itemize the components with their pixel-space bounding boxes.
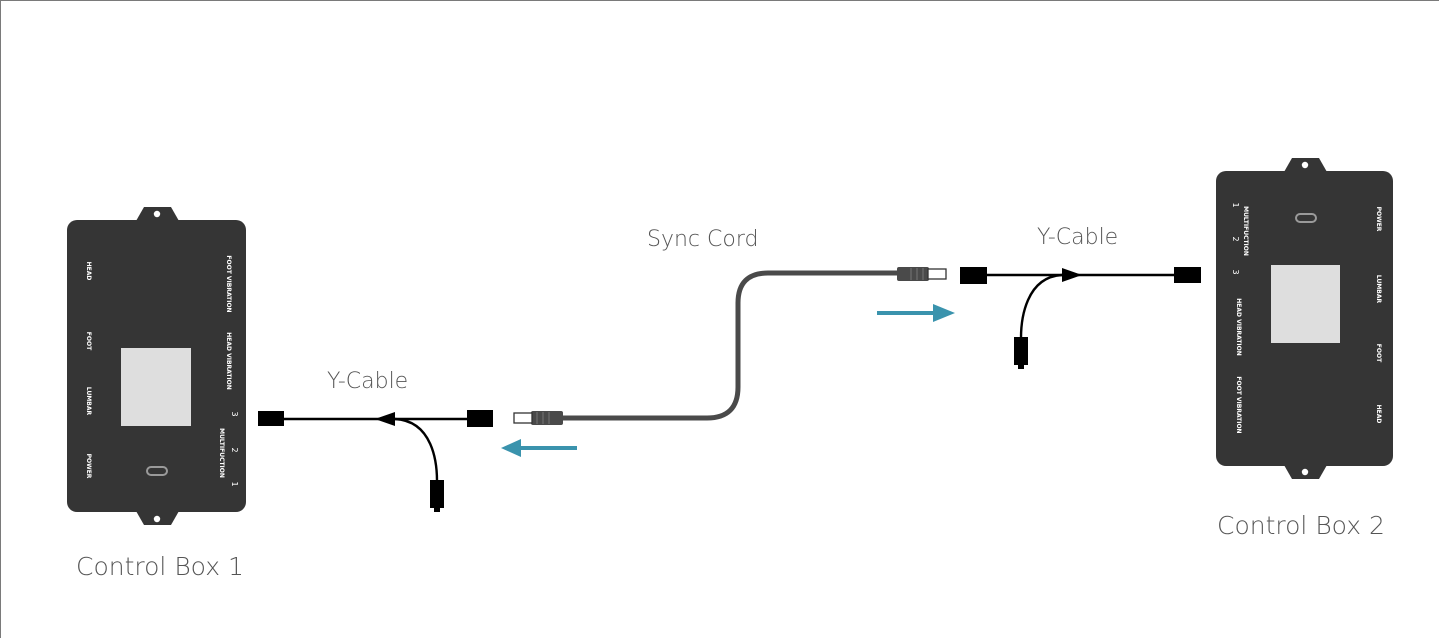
y-cable-left-socket: [467, 410, 493, 427]
port-number: 3: [230, 411, 239, 416]
control-box-1-label: Control Box 1: [76, 552, 244, 581]
y-cable-left-branch-plug: [430, 480, 444, 508]
mount-hole-top: [153, 210, 161, 218]
control-box-2: MULTIFUCTION 1 2 3 HEAD VIBRATION FOOT V…: [1216, 158, 1393, 479]
port-number: 1: [1231, 202, 1240, 207]
port-number: 2: [230, 447, 239, 452]
sync-cord: [513, 267, 947, 425]
y-cable-right-plug-end: [1174, 267, 1201, 283]
port-label: FOOT VIBRATION: [225, 255, 232, 312]
port-label: FOOT: [1375, 344, 1382, 363]
y-cable-right-socket: [960, 267, 987, 284]
port-label: FOOT VIBRATION: [1235, 376, 1242, 433]
control-box-1-slot: [146, 466, 168, 476]
control-box-1: HEAD FOOT LUMBAR POWER FOOT VIBRATION HE…: [67, 207, 246, 525]
sync-cord-right-tip: [927, 268, 947, 280]
port-label: LUMBAR: [1375, 275, 1382, 304]
sync-cord-left-tip: [513, 412, 533, 424]
port-label: HEAD: [1375, 405, 1382, 424]
y-cable-right-splitter: [1062, 268, 1082, 282]
port-label: HEAD: [85, 262, 92, 281]
y-cable-right-branch: [1019, 273, 1063, 339]
control-box-1-panel: [121, 348, 191, 426]
port-number: 2: [1231, 236, 1240, 241]
port-label: POWER: [85, 454, 92, 479]
y-cable-left-label: Y-Cable: [327, 369, 409, 394]
y-cable-right-label: Y-Cable: [1037, 225, 1119, 250]
sync-cord-right-housing: [897, 267, 929, 281]
direction-arrow-left: [501, 439, 577, 457]
mount-hole-top: [1301, 161, 1309, 169]
port-label: MULTIFUCTION: [1242, 206, 1249, 256]
port-label: POWER: [1375, 207, 1382, 232]
y-cable-left-branch-tip: [434, 508, 440, 512]
control-box-2-slot: [1295, 213, 1317, 223]
port-label: FOOT: [85, 332, 92, 351]
port-number: 3: [1231, 269, 1240, 274]
control-box-2-label: Control Box 2: [1217, 511, 1385, 540]
port-label: HEAD VIBRATION: [225, 332, 232, 390]
y-cable-left-plug-end: [258, 411, 284, 426]
y-cable-right: [960, 267, 1201, 369]
y-cable-right-branch-tip: [1018, 365, 1024, 369]
mount-hole-bottom: [153, 515, 161, 523]
port-label: MULTIFUCTION: [218, 428, 225, 478]
direction-arrow-right: [877, 304, 955, 322]
port-label: LUMBAR: [85, 387, 92, 416]
y-cable-left-branch: [394, 417, 439, 482]
control-box-2-panel: [1271, 265, 1340, 343]
y-cable-left-splitter: [375, 412, 395, 426]
port-number: 1: [230, 481, 239, 486]
y-cable-left: [258, 410, 493, 512]
sync-cord-left-housing: [531, 411, 563, 425]
sync-cord-label: Sync Cord: [647, 227, 759, 252]
sync-cord-wire: [561, 270, 899, 421]
port-label: HEAD VIBRATION: [1235, 298, 1242, 356]
y-cable-right-branch-plug: [1014, 337, 1028, 365]
mount-hole-bottom: [1301, 468, 1309, 476]
